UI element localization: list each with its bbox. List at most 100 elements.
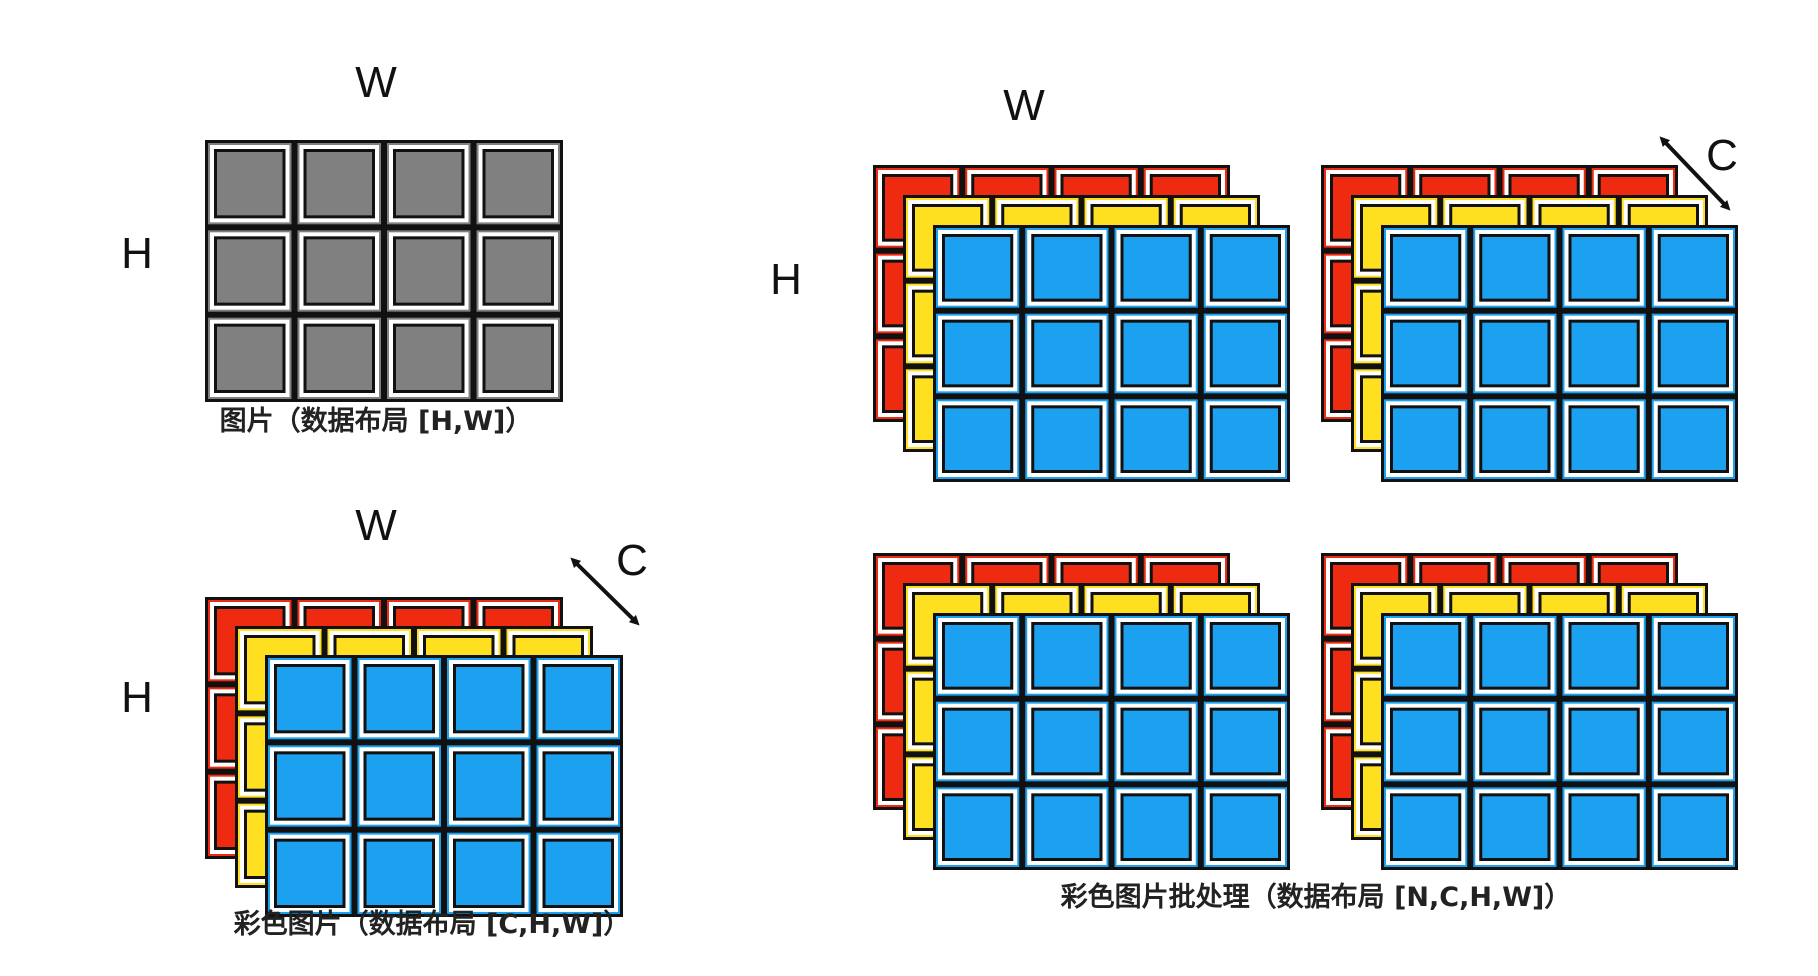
pixel-cell	[1571, 408, 1637, 470]
pixel-cell	[306, 239, 372, 303]
gray-image-panel: W H 图片（数据布局 [H,W]）	[121, 58, 563, 437]
pixel-cell	[1393, 322, 1459, 385]
pixel-cell	[1123, 408, 1189, 470]
pixel-cell	[217, 152, 283, 216]
pixel-cell	[277, 841, 343, 905]
pixel-cell	[945, 408, 1011, 470]
batch-image-2-blue-channel	[1381, 225, 1738, 482]
batch-image-1-blue-channel	[933, 225, 1290, 482]
pixel-cell	[396, 239, 462, 303]
gray-channel	[205, 140, 563, 402]
color-h-axis-label: H	[121, 673, 153, 722]
pixel-cell	[1034, 322, 1100, 385]
gray-w-axis-label: W	[355, 58, 397, 107]
channel-arrow-icon	[570, 557, 640, 626]
pixel-cell	[1212, 710, 1278, 773]
pixel-cell	[1034, 625, 1100, 687]
pixel-cell	[366, 754, 432, 818]
pixel-cell	[1393, 796, 1459, 858]
pixel-cell	[1123, 796, 1189, 858]
pixel-cell	[545, 754, 611, 818]
gray-image-caption: 图片（数据布局 [H,W]）	[220, 406, 533, 437]
batch-image-2	[1321, 165, 1738, 482]
pixel-cell	[366, 667, 432, 731]
pixel-cell	[1212, 796, 1278, 858]
pixel-cell	[306, 152, 372, 216]
color-image-caption: 彩色图片（数据布局 [C,H,W]）	[234, 908, 631, 940]
pixel-cell	[1660, 408, 1726, 470]
pixel-cell	[1482, 710, 1548, 773]
pixel-cell	[485, 152, 551, 216]
batch-image-3-blue-channel	[933, 613, 1290, 870]
batch-c-axis-label: C	[1706, 131, 1738, 180]
pixel-cell	[1482, 796, 1548, 858]
pixel-cell	[1123, 237, 1189, 299]
pixel-cell	[1212, 408, 1278, 470]
color-image	[205, 597, 623, 917]
pixel-cell	[1660, 710, 1726, 773]
batch-channel-arrow-icon	[1659, 136, 1731, 211]
color-c-axis-label: C	[616, 536, 648, 585]
pixel-cell	[1212, 322, 1278, 385]
pixel-cell	[277, 667, 343, 731]
pixel-cell	[945, 237, 1011, 299]
pixel-cell	[1034, 710, 1100, 773]
color-image-channel-stack	[205, 597, 623, 917]
pixel-cell	[945, 322, 1011, 385]
pixel-cell	[456, 667, 522, 731]
pixel-cell	[1660, 322, 1726, 385]
color-w-axis-label: W	[355, 501, 397, 550]
pixel-cell	[1393, 237, 1459, 299]
pixel-cell	[1212, 237, 1278, 299]
pixel-cell	[366, 841, 432, 905]
pixel-cell	[1482, 237, 1548, 299]
pixel-cell	[1571, 796, 1637, 858]
pixel-cell	[1123, 322, 1189, 385]
pixel-cell	[945, 625, 1011, 687]
pixel-cell	[1034, 408, 1100, 470]
batch-image-3	[873, 553, 1290, 870]
pixel-cell	[217, 239, 283, 303]
pixel-cell	[396, 326, 462, 390]
color-image-panel: W H C 彩色图片（数据布局 [C,H,W]）	[121, 501, 648, 940]
pixel-cell	[1660, 237, 1726, 299]
pixel-cell	[1482, 408, 1548, 470]
pixel-cell	[1660, 796, 1726, 858]
pixel-cell	[945, 710, 1011, 773]
pixel-cell	[456, 754, 522, 818]
batch-panel: W H C 彩色图片批处理（数据布局 [N,C,H,W]）	[770, 81, 1738, 913]
batch-caption: 彩色图片批处理（数据布局 [N,C,H,W]）	[1061, 881, 1572, 913]
pixel-cell	[945, 796, 1011, 858]
pixel-cell	[485, 239, 551, 303]
pixel-cell	[1660, 625, 1726, 687]
pixel-cell	[1571, 322, 1637, 385]
batch-w-axis-label: W	[1003, 81, 1045, 130]
pixel-cell	[545, 841, 611, 905]
pixel-cell	[1482, 322, 1548, 385]
pixel-cell	[217, 326, 283, 390]
pixel-cell	[1123, 710, 1189, 773]
batch-image-1	[873, 165, 1290, 482]
batch-h-axis-label: H	[770, 255, 802, 304]
batch-image-stacks	[873, 165, 1738, 870]
pixel-cell	[1482, 625, 1548, 687]
pixel-cell	[1123, 625, 1189, 687]
pixel-cell	[1212, 625, 1278, 687]
pixel-cell	[1034, 796, 1100, 858]
pixel-cell	[1571, 237, 1637, 299]
batch-image-4	[1321, 553, 1738, 870]
pixel-cell	[396, 152, 462, 216]
pixel-cell	[1393, 710, 1459, 773]
pixel-cell	[485, 326, 551, 390]
pixel-cell	[1571, 710, 1637, 773]
gray-image-grid	[205, 140, 563, 402]
pixel-cell	[1034, 237, 1100, 299]
pixel-cell	[277, 754, 343, 818]
batch-image-4-blue-channel	[1381, 613, 1738, 870]
pixel-cell	[456, 841, 522, 905]
pixel-cell	[306, 326, 372, 390]
pixel-cell	[1393, 625, 1459, 687]
color-image-blue-channel	[265, 655, 623, 917]
